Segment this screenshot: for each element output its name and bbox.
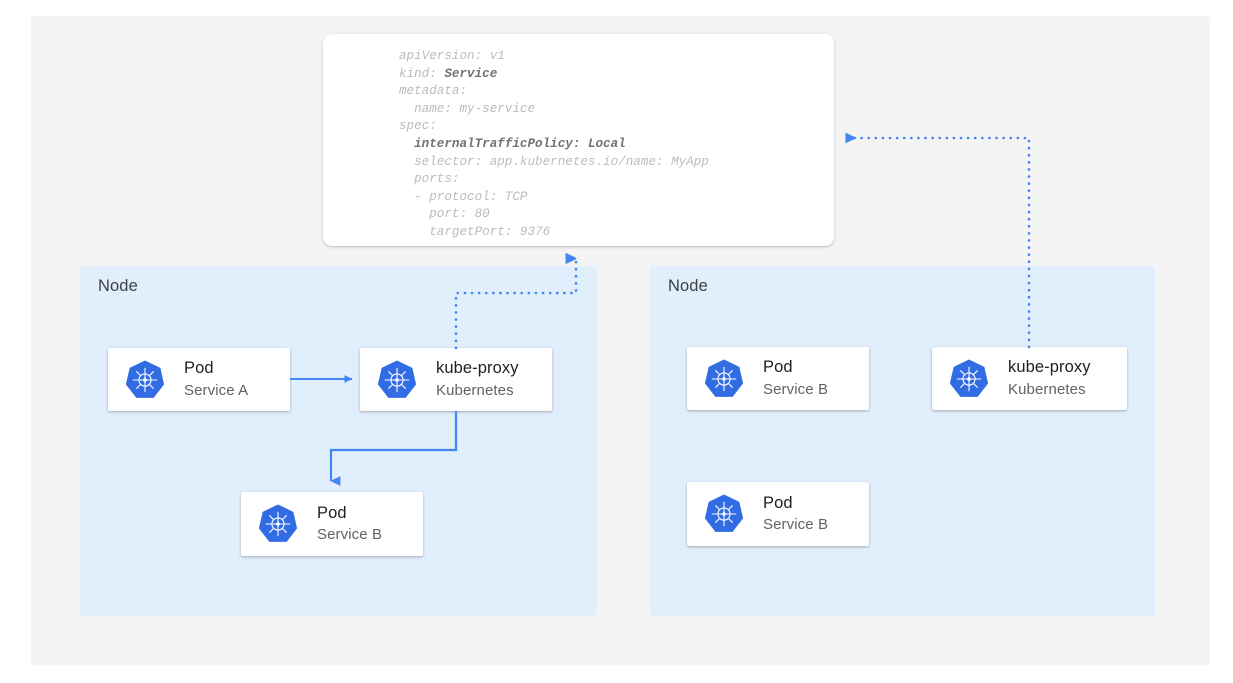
card-title: kube-proxy bbox=[436, 359, 519, 378]
card-subtitle: Kubernetes bbox=[1008, 380, 1086, 398]
yaml-line-0: apiVersion: v1 bbox=[399, 49, 505, 63]
yaml-highlight: internalTrafficPolicy: Local bbox=[414, 136, 626, 151]
kubernetes-logo-icon bbox=[377, 359, 417, 398]
yaml-line-8: - protocol: TCP bbox=[399, 189, 528, 204]
card-subtitle: Service B bbox=[763, 516, 829, 534]
card-title: kube-proxy bbox=[1008, 358, 1091, 377]
yaml-line-9: port: 80 bbox=[399, 207, 490, 222]
card-kube-proxy-right[interactable]: kube-proxy Kubernetes bbox=[932, 347, 1127, 410]
card-pod-service-b-right-2[interactable]: Pod Service B bbox=[687, 482, 869, 546]
yaml-line-10: targetPort: 9376 bbox=[399, 224, 551, 239]
node-right: Node bbox=[650, 266, 1155, 616]
node-left: Node bbox=[80, 266, 597, 616]
node-left-label: Node bbox=[98, 277, 138, 295]
node-right-label: Node bbox=[668, 277, 708, 295]
kubernetes-logo-icon bbox=[949, 358, 989, 397]
yaml-line-5: internalTrafficPolicy: Local bbox=[399, 136, 709, 154]
card-title: Pod bbox=[763, 358, 793, 377]
kubernetes-logo-icon bbox=[125, 359, 165, 398]
card-text: Pod Service B bbox=[763, 494, 828, 534]
kubernetes-logo-icon bbox=[258, 504, 298, 542]
card-title: Pod bbox=[184, 359, 214, 378]
card-text: Pod Service A bbox=[184, 359, 248, 399]
service-yaml-text: apiVersion: v1 kind: Service metadata: nam… bbox=[399, 48, 709, 242]
card-pod-service-b-right-1[interactable]: Pod Service B bbox=[687, 347, 869, 410]
card-subtitle: Kubernetes bbox=[436, 381, 514, 399]
card-text: Pod Service B bbox=[317, 504, 382, 544]
card-subtitle: Service B bbox=[763, 380, 829, 398]
card-kube-proxy-left[interactable]: kube-proxy Kubernetes bbox=[360, 348, 552, 411]
yaml-line-2: metadata: bbox=[399, 84, 468, 99]
yaml-line-7: ports: bbox=[399, 172, 460, 187]
card-pod-service-b-left[interactable]: Pod Service B bbox=[241, 492, 423, 556]
card-pod-service-a[interactable]: Pod Service A bbox=[108, 348, 290, 411]
card-text: kube-proxy Kubernetes bbox=[1008, 358, 1091, 398]
yaml-line-3: name: my-service bbox=[399, 101, 536, 116]
kubernetes-logo-icon bbox=[704, 358, 744, 397]
card-text: Pod Service B bbox=[763, 358, 828, 398]
kubernetes-logo-icon bbox=[704, 494, 744, 532]
yaml-line-6: selector: app.kubernetes.io/name: MyApp bbox=[399, 154, 709, 169]
card-text: kube-proxy Kubernetes bbox=[436, 359, 519, 399]
card-title: Pod bbox=[317, 503, 347, 522]
yaml-line-1: kind: Service bbox=[399, 66, 498, 81]
card-title: Pod bbox=[763, 493, 793, 512]
card-subtitle: Service B bbox=[317, 526, 383, 544]
card-subtitle: Service A bbox=[184, 381, 249, 399]
yaml-line-4: spec: bbox=[399, 119, 437, 134]
service-yaml-manifest: apiVersion: v1 kind: Service metadata: nam… bbox=[323, 34, 834, 246]
yaml-highlight: Service bbox=[444, 66, 498, 81]
